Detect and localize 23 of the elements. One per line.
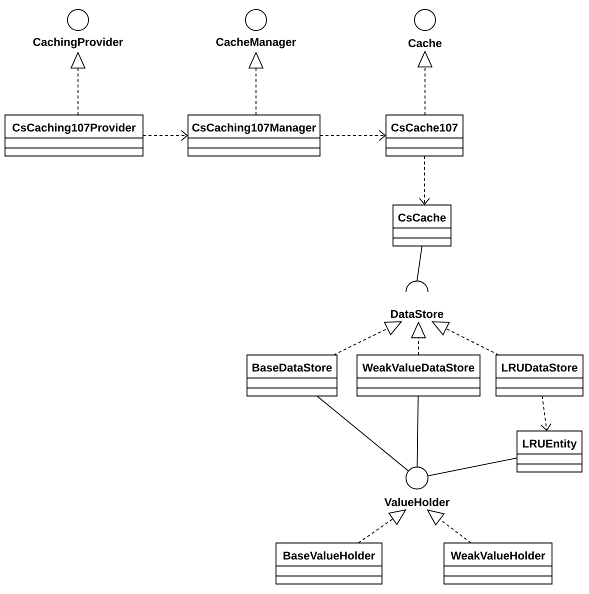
dependency-arrow xyxy=(142,130,188,141)
dependency-arrow xyxy=(540,396,552,431)
class-box: BaseValueHolder xyxy=(276,542,382,584)
interface-label: Cache xyxy=(408,38,442,48)
interface-label: CacheManager xyxy=(216,38,296,48)
interface-label: DataStore xyxy=(391,310,444,318)
class-box: WeakValueDataStore xyxy=(356,354,480,396)
class-box: CsCache xyxy=(392,204,452,246)
interface-label: ValueHolder xyxy=(384,498,450,506)
class-box: LRUEntity xyxy=(516,430,582,472)
association-line xyxy=(428,458,518,476)
interface-label: CachingProvider xyxy=(33,38,124,48)
dependency-arrow xyxy=(320,130,386,141)
class-box: BaseDataStore xyxy=(246,354,338,396)
association-line xyxy=(316,396,409,472)
class-box: CsCaching107Provider xyxy=(4,114,144,156)
class-box: LRUDataStore xyxy=(496,354,584,396)
association-line xyxy=(416,246,422,282)
class-box: CsCaching107Manager xyxy=(188,114,320,156)
class-box: CsCache107 xyxy=(386,114,464,156)
class-box: WeakValueHolder xyxy=(444,542,552,584)
association-line xyxy=(416,396,419,467)
dependency-arrow xyxy=(419,156,430,205)
